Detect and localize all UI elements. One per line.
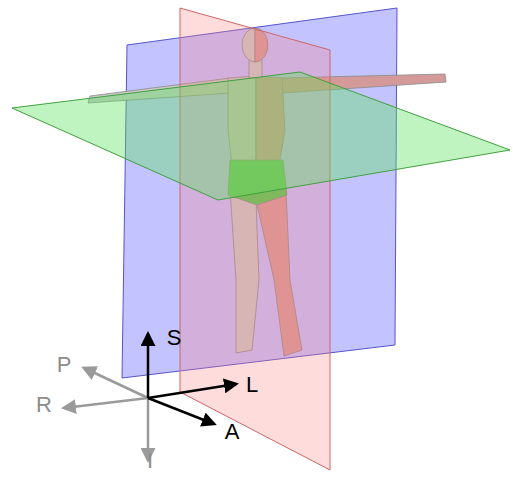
- orientation-axes: [64, 334, 236, 460]
- superior-arrow: [147, 334, 150, 398]
- transverse-plane: [12, 72, 510, 200]
- axis-label: R: [36, 394, 52, 416]
- left-arrow: [148, 384, 236, 398]
- axis-label: S: [167, 327, 182, 349]
- axis-label: P: [57, 354, 72, 376]
- axis-label: I: [147, 450, 153, 472]
- anterior-arrow: [148, 398, 214, 424]
- axis-label: L: [246, 374, 258, 396]
- axis-label: A: [225, 421, 240, 443]
- right-arrow: [64, 398, 148, 408]
- posterior-arrow: [84, 368, 148, 398]
